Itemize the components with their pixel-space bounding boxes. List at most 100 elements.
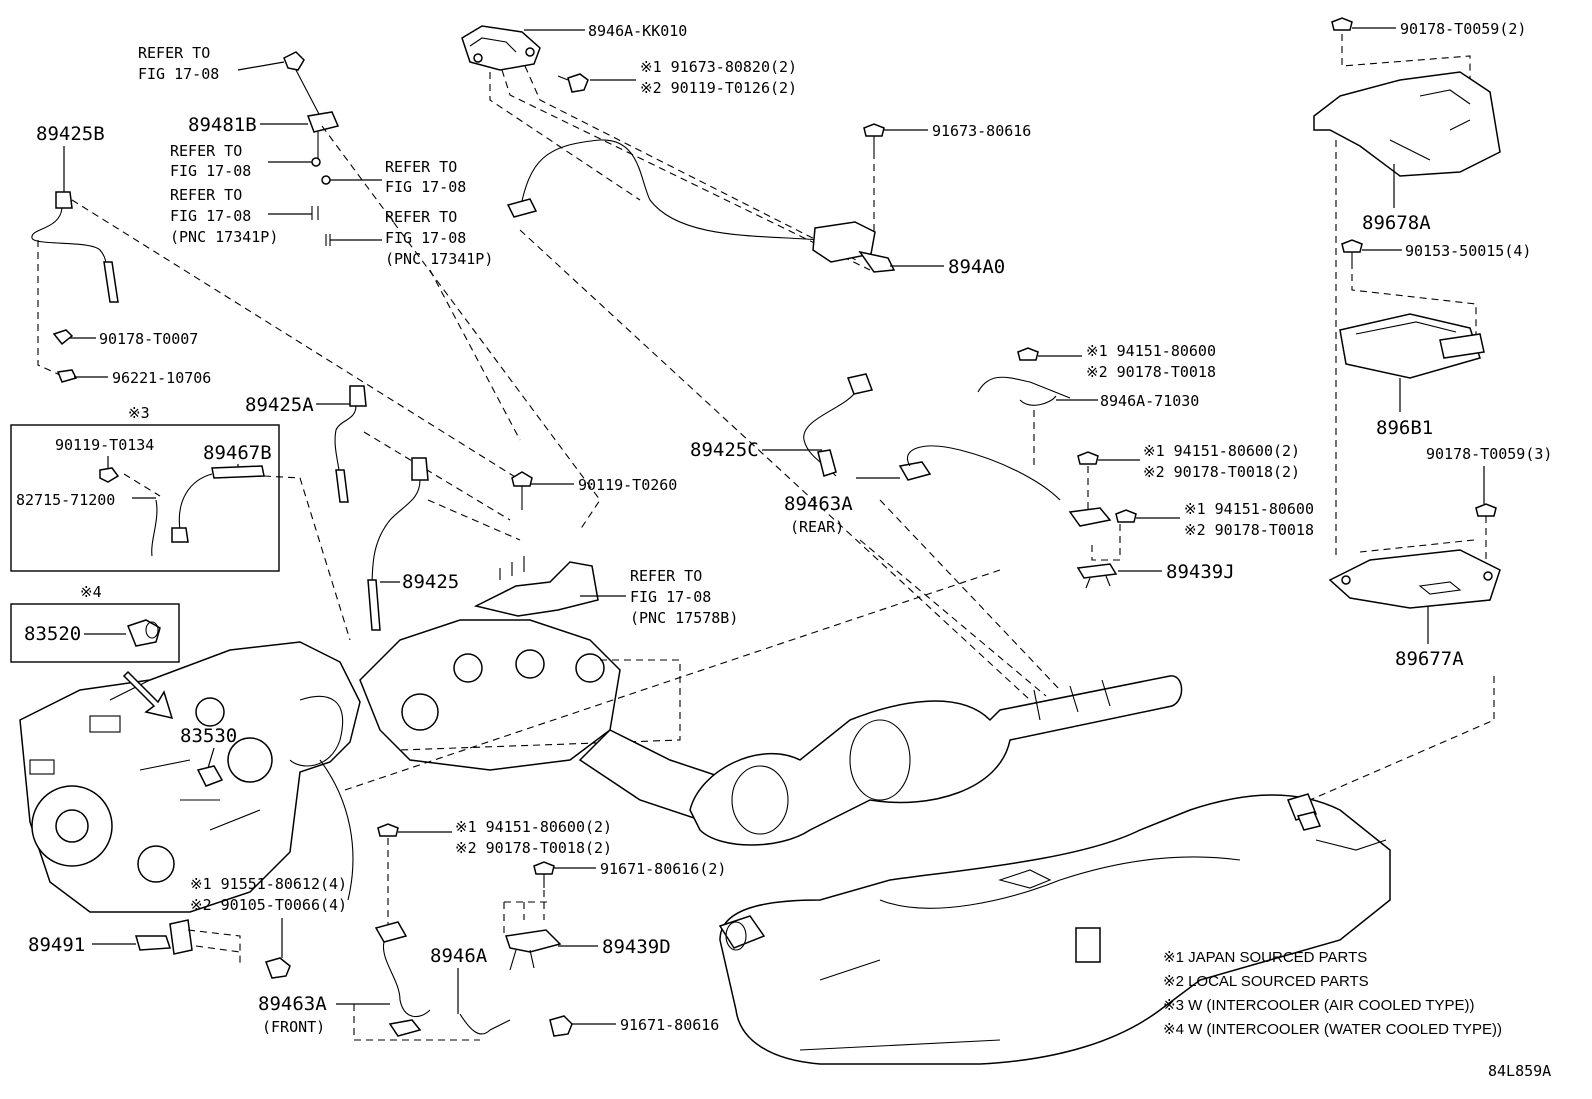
sensor-894a0 (812, 221, 896, 273)
bracket-89439j (1068, 507, 1118, 589)
callout-8946a-kk010: 8946A-KK010 (588, 22, 687, 40)
arrow-icon (122, 670, 174, 720)
callout-896b1: 896B1 (1376, 417, 1433, 439)
refer-pnc-3: (PNC 17341P) (170, 228, 278, 246)
harness-8946a (459, 1013, 511, 1035)
bracket-89677a (1328, 549, 1501, 609)
callout-90178-t0018-a: ※2 90178-T0018 (1086, 363, 1216, 381)
callout-91673-80820: ※1 91673-80820(2) (640, 58, 797, 76)
refer-fig-6: FIG 17-08 (630, 588, 711, 606)
refer-text-1: REFER TO (138, 44, 210, 62)
bolt-90153-50015 (1341, 239, 1363, 262)
sensor-89425c (803, 373, 874, 477)
callout-91673-80616: 91673-80616 (932, 122, 1031, 140)
callout-91671-80616-2: 91671-80616(2) (600, 860, 726, 878)
callout-89463a-front: 89463A (258, 993, 327, 1015)
bolt-91671-80616-2 (533, 861, 555, 888)
bracket-17578b (473, 556, 599, 617)
refer-text-6: REFER TO (630, 567, 702, 585)
refer-fig-1: FIG 17-08 (138, 65, 219, 83)
sensor-89463a-rear (898, 445, 1061, 501)
callout-89425: 89425 (402, 571, 459, 593)
callout-894a0: 894A0 (948, 256, 1005, 278)
bolt-94151-80600-2a (1077, 451, 1099, 465)
note4-marker: ※4 (80, 583, 102, 601)
legend-note1: ※1 JAPAN SOURCED PARTS (1163, 949, 1367, 966)
ecu-896b1 (1339, 313, 1485, 379)
diagram-id: 84L859A (1488, 1062, 1551, 1080)
group-box-note4 (10, 603, 180, 663)
callout-94151-80600-2a: ※1 94151-80600(2) (1143, 442, 1300, 460)
probe-894a0 (506, 198, 538, 218)
callout-89467b: 89467B (203, 442, 272, 464)
callout-90178-t0018-2b: ※2 90178-T0018(2) (455, 839, 612, 857)
callout-94151-80600-b: ※1 94151-80600 (1184, 500, 1314, 518)
bolt-90178-t0059-2 (1331, 17, 1353, 31)
callout-90178-t0059-2: 90178-T0059(2) (1400, 20, 1526, 38)
bolt-90119-t0134 (99, 467, 120, 483)
group-box-note3 (10, 424, 280, 572)
sensor-89425b (31, 191, 119, 303)
callout-94151-80600-a: ※1 94151-80600 (1086, 342, 1216, 360)
refer-text-3: REFER TO (170, 186, 242, 204)
callout-89481b: 89481B (188, 114, 257, 136)
bracket-front-sensor (374, 921, 408, 943)
callout-90119-t0134: 90119-T0134 (55, 436, 154, 454)
callout-90178-t0007: 90178-T0007 (99, 330, 198, 348)
callout-90119-t0126: ※2 90119-T0126(2) (640, 79, 797, 97)
callout-8946a: 8946A (430, 945, 488, 967)
callout-96221-10706: 96221-10706 (112, 369, 211, 387)
callout-83520: 83520 (24, 623, 81, 645)
callout-83530: 83530 (180, 725, 237, 747)
callout-89425c: 89425C (690, 439, 759, 461)
sensor-83520 (127, 619, 161, 647)
callout-89439d: 89439D (602, 936, 671, 958)
bolt-90119-t0260 (511, 471, 533, 510)
harness-8946a-71030 (977, 376, 1071, 406)
bolt-refer-top (283, 51, 305, 71)
refer-fig-3: FIG 17-08 (170, 207, 251, 225)
refer-pnc-6: (PNC 17578B) (630, 609, 738, 627)
refer-fig-5: FIG 17-08 (385, 229, 466, 247)
callout-90153-50015: 90153-50015(4) (1405, 242, 1531, 260)
note3-marker: ※3 (128, 404, 150, 422)
callout-90178-t0018-b: ※2 90178-T0018 (1184, 521, 1314, 539)
bolt-91673-80820 (557, 73, 589, 93)
refer-fig-4: FIG 17-08 (385, 178, 466, 196)
callout-89491: 89491 (28, 934, 85, 956)
callout-90119-t0260: 90119-T0260 (578, 476, 677, 494)
sensor-89463a-front (382, 941, 431, 1037)
sensor-89467b (151, 465, 265, 557)
bracket-89439d (505, 929, 562, 971)
bolt-90178-t0059-3 (1475, 503, 1497, 517)
refer-text-4: REFER TO (385, 158, 457, 176)
sensor-89481b (306, 111, 340, 158)
callout-82715-71200: 82715-71200 (16, 491, 115, 509)
callout-89425a: 89425A (245, 394, 314, 416)
callout-90178-t0059-3: 90178-T0059(3) (1426, 445, 1552, 463)
callout-94151-80600-2b: ※1 94151-80600(2) (455, 818, 612, 836)
refer-fig-2: FIG 17-08 (170, 162, 251, 180)
callout-8946a-71030: 8946A-71030 (1100, 392, 1199, 410)
bolt-91551-80612 (265, 957, 291, 979)
callout-89439j: 89439J (1166, 561, 1235, 583)
callout-89677a: 89677A (1395, 648, 1464, 670)
callout-89678a: 89678A (1362, 212, 1431, 234)
callout-91551-80612: ※1 91551-80612(4) (190, 875, 347, 893)
cover-89678a (1313, 71, 1501, 177)
callout-90178-t0018-2a: ※2 90178-T0018(2) (1143, 463, 1300, 481)
bolt-91671-80616 (549, 1015, 573, 1037)
callout-89463a-rear: 89463A (784, 493, 853, 515)
bolt-94151-80600-b2 (1115, 509, 1137, 523)
fuel-tank (718, 793, 1391, 1065)
bolt-94151-80600-b (377, 823, 399, 837)
engine-block (19, 641, 361, 913)
callout-91671-80616: 91671-80616 (620, 1016, 719, 1034)
sensor-89491 (135, 919, 193, 955)
callout-90105-t0066: ※2 90105-T0066(4) (190, 896, 347, 914)
clip-96221-10706 (56, 369, 78, 383)
sensor-83530 (196, 765, 224, 787)
bolt-91673-80616 (863, 123, 885, 152)
legend-note2: ※2 LOCAL SOURCED PARTS (1163, 973, 1369, 990)
